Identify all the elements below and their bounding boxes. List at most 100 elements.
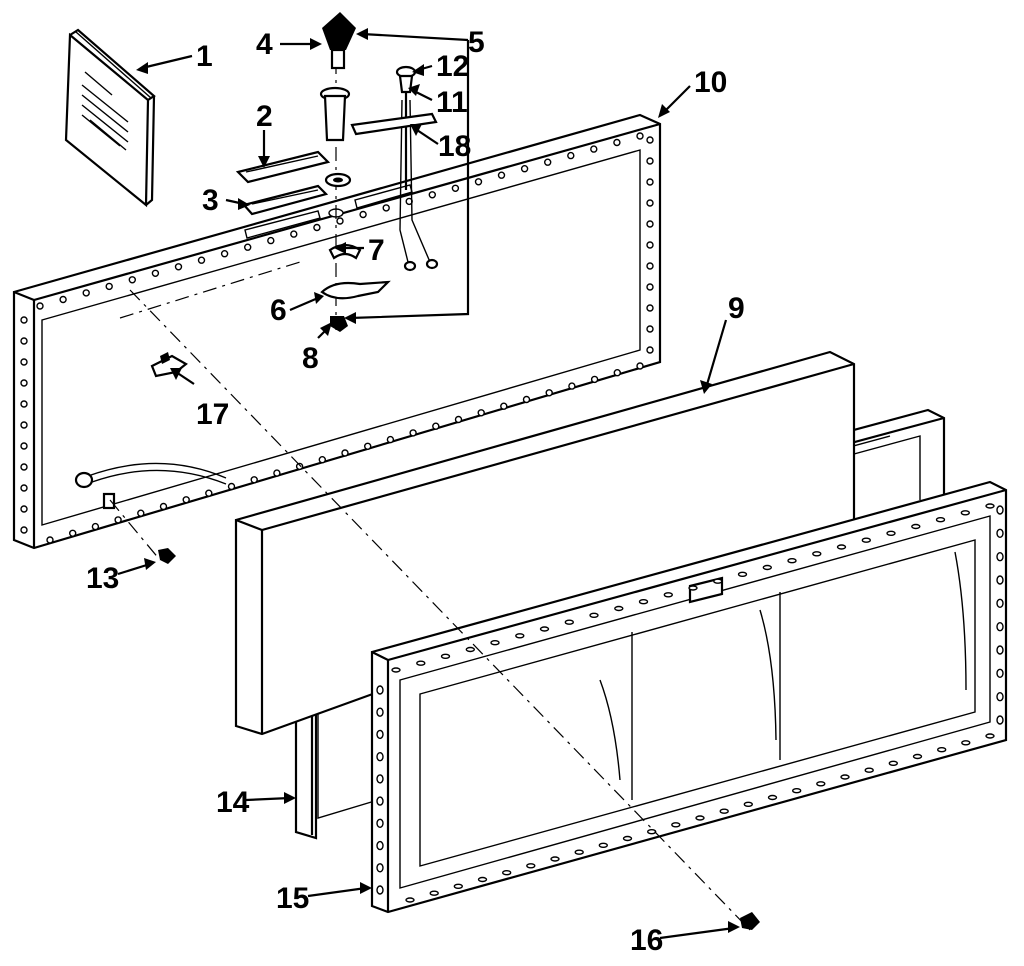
leader-lines <box>117 28 740 940</box>
screw-hole <box>376 774 384 784</box>
screw-hole <box>522 395 531 404</box>
screw-hole <box>490 640 500 646</box>
screw-hole <box>622 835 633 842</box>
screw-hole <box>888 760 898 766</box>
screw-hole <box>935 517 946 523</box>
screw-hole <box>816 781 826 787</box>
screw-hole <box>911 523 921 530</box>
callout-10: 10 <box>694 66 727 99</box>
screw-hole <box>382 204 390 212</box>
screw-hole <box>273 469 281 477</box>
screw-hole <box>137 509 145 517</box>
screw-hole <box>996 552 1004 562</box>
part-5-lock-assembly <box>319 86 352 188</box>
callout-labels: 1 2 3 4 5 6 7 8 9 10 11 12 13 14 15 16 1… <box>86 26 745 957</box>
screw-hole <box>36 302 44 310</box>
screw-hole <box>812 551 822 557</box>
screw-hole <box>985 733 995 739</box>
screw-hole <box>502 870 512 876</box>
part-3-handle-gasket <box>241 184 329 216</box>
screw-hole <box>429 890 439 896</box>
screw-hole <box>646 220 654 228</box>
screw-hole <box>840 774 850 780</box>
screw-hole <box>243 243 252 251</box>
screw-hole <box>937 747 947 753</box>
screw-hole <box>713 578 723 584</box>
screw-hole <box>364 442 372 450</box>
screw-hole <box>550 856 560 862</box>
screw-hole <box>792 788 802 794</box>
screw-hole <box>220 249 229 258</box>
screw-hole <box>82 289 90 297</box>
screw-hole <box>539 626 550 632</box>
screw-hole <box>996 528 1004 538</box>
screw-hole <box>567 151 575 160</box>
screw-hole <box>638 599 649 605</box>
screw-hole <box>646 241 654 249</box>
screw-hole <box>376 840 384 851</box>
screw-hole <box>428 191 436 199</box>
screw-hole <box>996 715 1004 725</box>
screw-hole <box>182 496 190 504</box>
screw-hole <box>864 767 874 773</box>
screw-hole <box>646 325 654 333</box>
callout-2: 2 <box>256 100 273 133</box>
screw-hole <box>451 184 460 193</box>
screw-hole <box>636 132 644 140</box>
screw-hole <box>20 505 28 513</box>
screw-hole <box>359 210 367 219</box>
screw-hole <box>227 482 236 491</box>
screw-hole <box>376 707 384 717</box>
screw-hole <box>996 505 1004 515</box>
screw-hole <box>737 571 748 577</box>
screw-hole <box>636 362 644 370</box>
screw-hole <box>520 164 529 173</box>
screw-hole <box>376 729 384 740</box>
screw-hole <box>767 794 778 801</box>
screw-hole <box>477 409 485 417</box>
part-4-key <box>322 12 356 70</box>
screw-hole <box>151 269 160 277</box>
screw-hole <box>515 633 525 639</box>
screw-hole <box>646 178 654 186</box>
screw-hole <box>996 598 1004 608</box>
screw-hole <box>20 484 28 492</box>
part-1-instruction-booklet <box>64 28 156 208</box>
screw-hole <box>996 622 1004 632</box>
screw-hole <box>646 199 654 207</box>
screw-hole <box>589 612 599 618</box>
part-10-outer-door-panel <box>12 113 662 550</box>
screw-hole <box>20 358 28 366</box>
screw-hole <box>376 752 384 762</box>
part-18-switch-bracket <box>350 112 438 136</box>
callout-6: 6 <box>270 294 287 327</box>
screw-hole <box>544 158 552 166</box>
screw-hole <box>996 645 1004 655</box>
screw-hole <box>719 808 729 814</box>
screw-hole <box>960 510 970 516</box>
screw-hole <box>197 256 206 264</box>
part-6-lock-cam <box>320 280 391 300</box>
screw-hole <box>318 456 326 464</box>
screw-hole <box>432 422 440 430</box>
screw-hole <box>20 463 28 471</box>
screw-hole <box>376 818 384 828</box>
screw-hole <box>386 435 395 444</box>
screw-hole <box>59 295 67 304</box>
screw-hole <box>663 592 673 598</box>
screw-hole <box>996 692 1004 702</box>
screw-hole <box>647 829 657 835</box>
screw-hole <box>646 304 654 312</box>
screw-hole <box>20 316 28 324</box>
callout-15: 15 <box>276 882 309 915</box>
screw-hole <box>20 337 28 345</box>
screw-hole <box>787 558 797 564</box>
part-13-screw <box>74 462 227 564</box>
screw-hole <box>391 667 401 673</box>
screw-hole <box>205 489 213 497</box>
callout-12: 12 <box>436 50 469 83</box>
screw-hole <box>912 753 923 760</box>
screw-hole <box>545 389 553 397</box>
screw-hole <box>114 516 122 524</box>
